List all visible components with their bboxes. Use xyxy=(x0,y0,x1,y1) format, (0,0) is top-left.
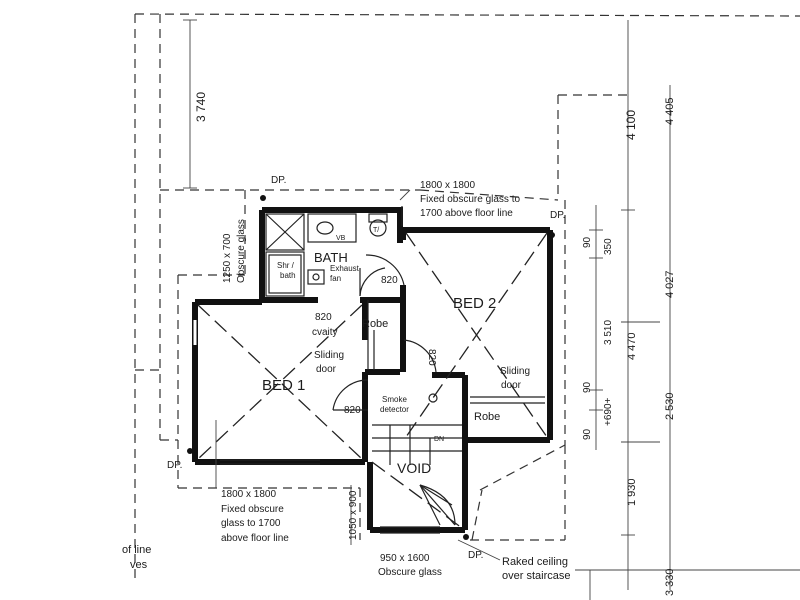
dim-right-far: 4 405 xyxy=(664,97,676,125)
dim-90-a: 90 xyxy=(582,236,593,248)
shr-bath-label: Shr / bath xyxy=(277,261,296,280)
robe-right-label: Robe xyxy=(474,411,500,423)
raked-ceiling-note: Raked ceiling over staircase xyxy=(502,556,571,582)
cavity-label: cvaity xyxy=(312,327,338,338)
dim-4470: 4 470 xyxy=(626,332,638,360)
dimension-lines xyxy=(183,19,800,600)
window-note-bottom-left: 1800 x 1800 Fixed obscure glass to 1700 … xyxy=(221,489,289,544)
window-note-left-glass: Obscure glass xyxy=(236,219,247,283)
sliding-door-right-label: Sliding door xyxy=(500,366,533,391)
notes: DP. DP. DP. DP. Raked ceiling over stair… xyxy=(122,175,571,582)
room-label-void: VOID xyxy=(397,460,431,476)
door-width-cavity: 820 xyxy=(315,312,332,323)
door-width-hall: 820 xyxy=(426,349,437,366)
window-note-top: 1800 x 1800 Fixed obscure glass to 1700 … xyxy=(420,180,523,219)
window-note-bottom: 950 x 1600 Obscure glass xyxy=(378,553,442,578)
smoke-detector-label: Smoke detector xyxy=(380,395,409,414)
door-swings xyxy=(332,254,437,411)
room-label-bath: BATH xyxy=(314,250,348,265)
window-note-left-size: 1250 x 700 xyxy=(222,233,233,283)
roof-outline xyxy=(134,13,800,580)
door-width-bed1: 820 xyxy=(344,405,361,416)
window-notes: 1800 x 1800 Fixed obscure glass to 1700 … xyxy=(221,180,523,578)
room-diagonals xyxy=(197,232,548,529)
dim-90-c: 90 xyxy=(582,428,593,440)
dp-left-label: DP. xyxy=(167,460,182,471)
dim-right-partial-a: 4 027 xyxy=(664,270,676,298)
dim-right-partial-b: 2 530 xyxy=(664,392,676,420)
dp-right-label: DP. xyxy=(550,210,565,221)
dim-90-b: 90 xyxy=(582,381,593,393)
window-note-stair-size: 1050 x 900 xyxy=(348,490,359,540)
dim-right-partial-c: 3 330 xyxy=(664,568,676,596)
exhaust-fan-label: Exhaust fan xyxy=(330,264,361,283)
room-label-bed2: BED 2 xyxy=(453,295,496,312)
vb-label: VB xyxy=(336,235,346,242)
roof-line-note: of line ves xyxy=(122,544,154,571)
door-widths: 820 820 820 820 xyxy=(315,275,437,416)
sliding-door-left-label: Sliding door xyxy=(314,350,347,375)
dimension-labels: 3 740 4 100 4 405 90 350 3 510 4 470 90 … xyxy=(194,92,676,596)
dim-left-top: 3 740 xyxy=(194,92,208,122)
dim-350: 350 xyxy=(603,238,614,255)
fixtures xyxy=(193,206,545,534)
walls xyxy=(192,207,553,533)
dim-690: +690+ xyxy=(603,397,614,426)
dim-3510: 3 510 xyxy=(603,320,614,345)
stair-down-label: DN xyxy=(434,436,444,443)
dp-bottom-label: DP. xyxy=(468,550,483,561)
room-label-bed1: BED 1 xyxy=(262,377,305,394)
room-labels: BED 1 BED 2 BATH VOID Robe Robe Shr / ba… xyxy=(262,227,533,476)
door-width-bath: 820 xyxy=(381,275,398,286)
downpipes xyxy=(187,195,555,540)
dim-1930: 1 930 xyxy=(626,478,638,506)
dim-right-top: 4 100 xyxy=(624,110,638,140)
robe-left-label: Robe xyxy=(362,318,388,330)
wc-label: T/ xyxy=(373,227,379,234)
dp-top-label: DP. xyxy=(271,175,286,186)
